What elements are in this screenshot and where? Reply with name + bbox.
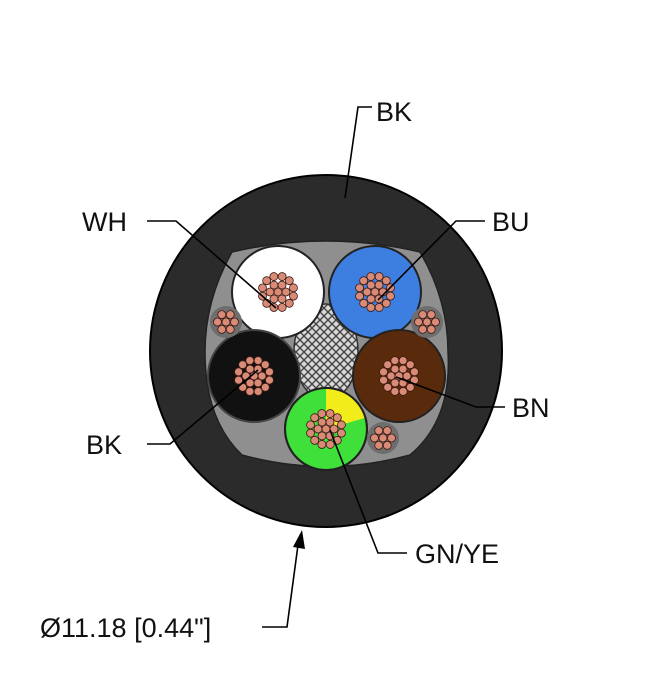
label-white: WH (82, 207, 127, 237)
conductor-white (231, 245, 325, 339)
filler-bundle-right (411, 306, 443, 338)
conductor-green-yellow (284, 387, 368, 471)
leader-brown (395, 376, 505, 408)
filler-bundle-bottom-right (367, 422, 399, 454)
label-jacket: BK (376, 97, 412, 127)
label-brown: BN (512, 393, 550, 423)
leader-ground (329, 429, 407, 554)
leader-blue (377, 220, 485, 301)
label-ground: GN/YE (415, 539, 499, 569)
conductor-black (207, 329, 301, 423)
label-blue: BU (492, 207, 530, 237)
leader-white (147, 220, 277, 309)
filler-bundle-left (210, 306, 242, 338)
diameter-arrow-head (293, 530, 305, 549)
leader-diameter (262, 544, 299, 628)
label-diameter: Ø11.18 [0.44"] (40, 613, 211, 643)
conductor-blue (328, 245, 422, 339)
label-black: BK (86, 430, 122, 460)
leader-black (147, 369, 259, 445)
conductor-brown (352, 329, 446, 423)
leader-jacket (344, 106, 372, 199)
